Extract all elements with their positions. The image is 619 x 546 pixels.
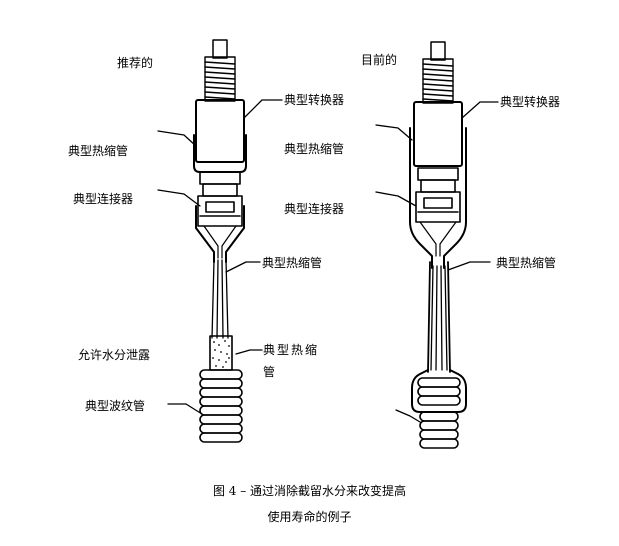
right-threaded-shaft <box>422 58 454 104</box>
left-threaded-shaft <box>204 56 236 102</box>
left-heat-shrink-bottom <box>209 335 233 371</box>
left-label-corrugated-tube: 典型波纹管 <box>85 399 146 413</box>
right-label-connector: 典型连接器 <box>284 202 345 216</box>
left-collar <box>199 171 241 185</box>
left-label-moisture-leak: 允许水分泄露 <box>78 348 151 362</box>
left-top-pin <box>212 39 228 59</box>
right-label-heat-shrink-top: 典型热缩管 <box>284 142 345 156</box>
right-converter-body <box>413 101 463 167</box>
left-label-heat-shrink-bottom: 典型热缩管 <box>263 343 320 379</box>
left-label-heat-shrink-mid: 典型热缩管 <box>262 256 323 270</box>
left-converter-body <box>195 99 245 163</box>
right-heat-shrink-sheath <box>409 127 467 269</box>
left-taper-sheath <box>195 205 245 263</box>
moisture-dots <box>212 340 230 368</box>
figure-caption-line2: 使用寿命的例子 <box>267 510 352 524</box>
right-label-heat-shrink-mid: 典型热缩管 <box>496 256 557 270</box>
right-collar <box>417 167 459 181</box>
left-label-heat-shrink-top: 典型热缩管 <box>68 144 129 158</box>
left-label-connector: 典型连接器 <box>73 192 134 206</box>
right-leaders <box>375 101 499 423</box>
current-assembly <box>409 41 467 449</box>
header-current: 目前的 <box>361 53 398 67</box>
right-cable <box>430 265 448 371</box>
right-label-converter: 典型转换器 <box>500 95 561 109</box>
left-heat-shrink-top <box>193 134 247 173</box>
left-corrugated-tube <box>199 369 243 443</box>
right-connector <box>415 191 461 223</box>
left-label-converter: 典型转换器 <box>284 93 345 107</box>
recommended-assembly <box>193 39 247 443</box>
right-corrugated-tube <box>417 377 461 449</box>
figure-caption-line1: 图 4 – 通过消除截留水分来改变提高 <box>212 484 407 498</box>
left-connector <box>197 195 243 227</box>
left-leaders <box>157 99 283 415</box>
left-cable <box>211 259 229 339</box>
right-top-pin <box>430 41 446 61</box>
header-recommended: 推荐的 <box>117 56 154 70</box>
